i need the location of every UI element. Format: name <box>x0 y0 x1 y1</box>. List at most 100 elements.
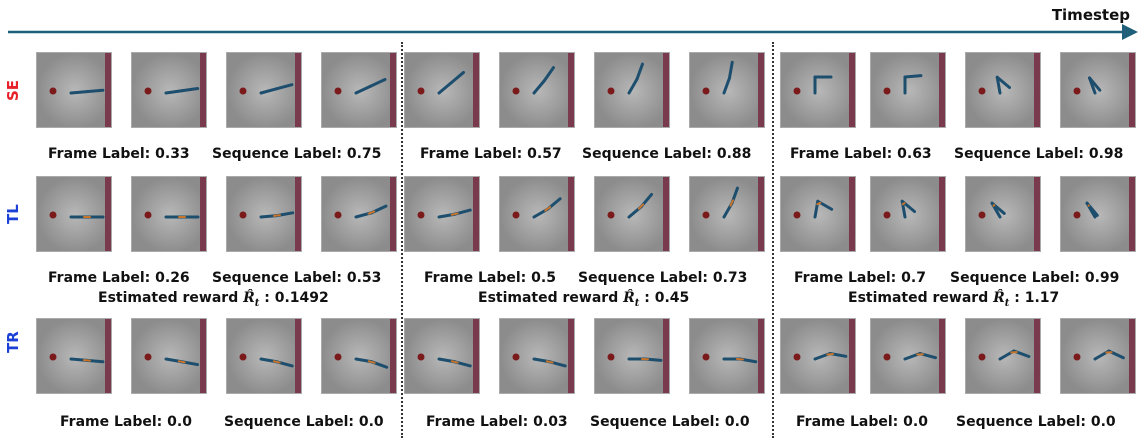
arena-wall <box>1034 177 1040 251</box>
target-dot <box>417 353 425 361</box>
group-divider-1 <box>401 42 403 438</box>
arena-wall <box>200 319 206 393</box>
reward-value: : 0.45 <box>644 290 690 306</box>
arm-joint <box>729 199 735 207</box>
row-label-se: SE <box>4 79 22 101</box>
target-dot <box>607 211 615 219</box>
arena-floor <box>500 319 574 393</box>
target-dot <box>793 87 801 95</box>
arena-wall <box>200 53 206 127</box>
reacher-scene <box>500 319 574 393</box>
target-dot <box>1073 211 1081 219</box>
frame-label: Frame Label: 0.0 <box>60 414 192 430</box>
arm-link-2 <box>1088 76 1102 92</box>
arm-link-2 <box>449 70 466 85</box>
arena-floor <box>405 319 479 393</box>
reacher-scene <box>690 177 764 251</box>
arena-floor <box>322 177 396 251</box>
reacher-scene <box>37 177 111 251</box>
sequence-label: Sequence Label: 0.0 <box>590 414 750 430</box>
arena-floor <box>405 177 479 251</box>
target-dot <box>512 353 520 361</box>
reacher-frame <box>780 318 856 394</box>
arm-joint <box>826 353 834 356</box>
target-dot <box>49 87 57 95</box>
target-dot <box>417 211 425 219</box>
arena-wall <box>663 177 669 251</box>
arm-joint <box>367 360 376 364</box>
timestep-arrow <box>8 24 1138 40</box>
arena-floor <box>781 177 855 251</box>
frame-label: Frame Label: 0.26 <box>48 270 190 286</box>
arena-floor <box>227 319 301 393</box>
arena-floor <box>1061 177 1135 251</box>
reacher-scene <box>405 177 479 251</box>
arena-wall <box>390 53 396 127</box>
arena-wall <box>758 319 764 393</box>
target-dot <box>512 211 520 219</box>
reacher-frame <box>1060 52 1136 128</box>
arena-floor <box>871 177 945 251</box>
reacher-frame <box>321 176 397 252</box>
target-dot <box>702 353 710 361</box>
arm-link-1 <box>722 76 731 95</box>
arena-wall <box>849 319 855 393</box>
target-dot <box>978 87 986 95</box>
arm-link-1 <box>164 89 184 95</box>
reacher-frame <box>1060 318 1136 394</box>
arena-wall <box>473 319 479 393</box>
target-dot <box>49 211 57 219</box>
reacher-scene <box>405 319 479 393</box>
arena-wall <box>473 177 479 251</box>
sequence-label: Sequence Label: 0.88 <box>582 146 752 162</box>
reacher-scene <box>322 53 396 127</box>
arena-wall <box>295 177 301 251</box>
arm-joint <box>816 201 822 206</box>
arena-floor <box>595 319 669 393</box>
sequence-label: Sequence Label: 0.53 <box>212 270 382 286</box>
reacher-frame <box>36 318 112 394</box>
arena-wall <box>939 319 945 393</box>
target-dot <box>239 211 247 219</box>
arm-joint <box>901 202 906 206</box>
arena-wall <box>473 53 479 127</box>
arena-wall <box>663 319 669 393</box>
arm-joint <box>736 358 744 361</box>
target-dot <box>607 353 615 361</box>
reacher-scene <box>966 53 1040 127</box>
sequence-label: Sequence Label: 0.99 <box>950 270 1120 286</box>
estimated-reward: Estimated reward R̂t : 0.45 <box>478 290 689 309</box>
reacher-scene <box>871 319 945 393</box>
arm-joint <box>545 360 554 364</box>
target-dot <box>239 353 247 361</box>
estimated-reward: Estimated reward R̂t : 1.17 <box>848 290 1059 309</box>
reacher-frame <box>1060 176 1136 252</box>
arm-link-2 <box>369 77 387 88</box>
reacher-scene <box>595 319 669 393</box>
arena-floor <box>132 319 206 393</box>
reacher-frame <box>594 318 670 394</box>
reacher-scene <box>322 319 396 393</box>
arm-link-2 <box>85 88 105 94</box>
target-dot <box>144 353 152 361</box>
reacher-scene <box>966 319 1040 393</box>
reacher-frame <box>226 318 302 394</box>
target-dot <box>49 353 57 361</box>
arm-link-1 <box>532 79 546 95</box>
arena-floor <box>781 53 855 127</box>
arm-joint <box>450 212 459 216</box>
target-dot <box>144 211 152 219</box>
sequence-label: Sequence Label: 0.0 <box>224 414 384 430</box>
frame-label: Frame Label: 0.5 <box>424 270 556 286</box>
arena-wall <box>1129 319 1135 393</box>
reacher-frame <box>780 176 856 252</box>
reacher-scene <box>132 319 206 393</box>
reacher-frame <box>36 52 112 128</box>
reacher-frame <box>499 176 575 252</box>
arm-joint <box>450 360 459 364</box>
arm-link-2 <box>180 87 200 93</box>
arena-wall <box>295 53 301 127</box>
arm-link-2 <box>903 74 923 79</box>
frame-label: Frame Label: 0.7 <box>794 270 926 286</box>
reacher-scene <box>37 319 111 393</box>
